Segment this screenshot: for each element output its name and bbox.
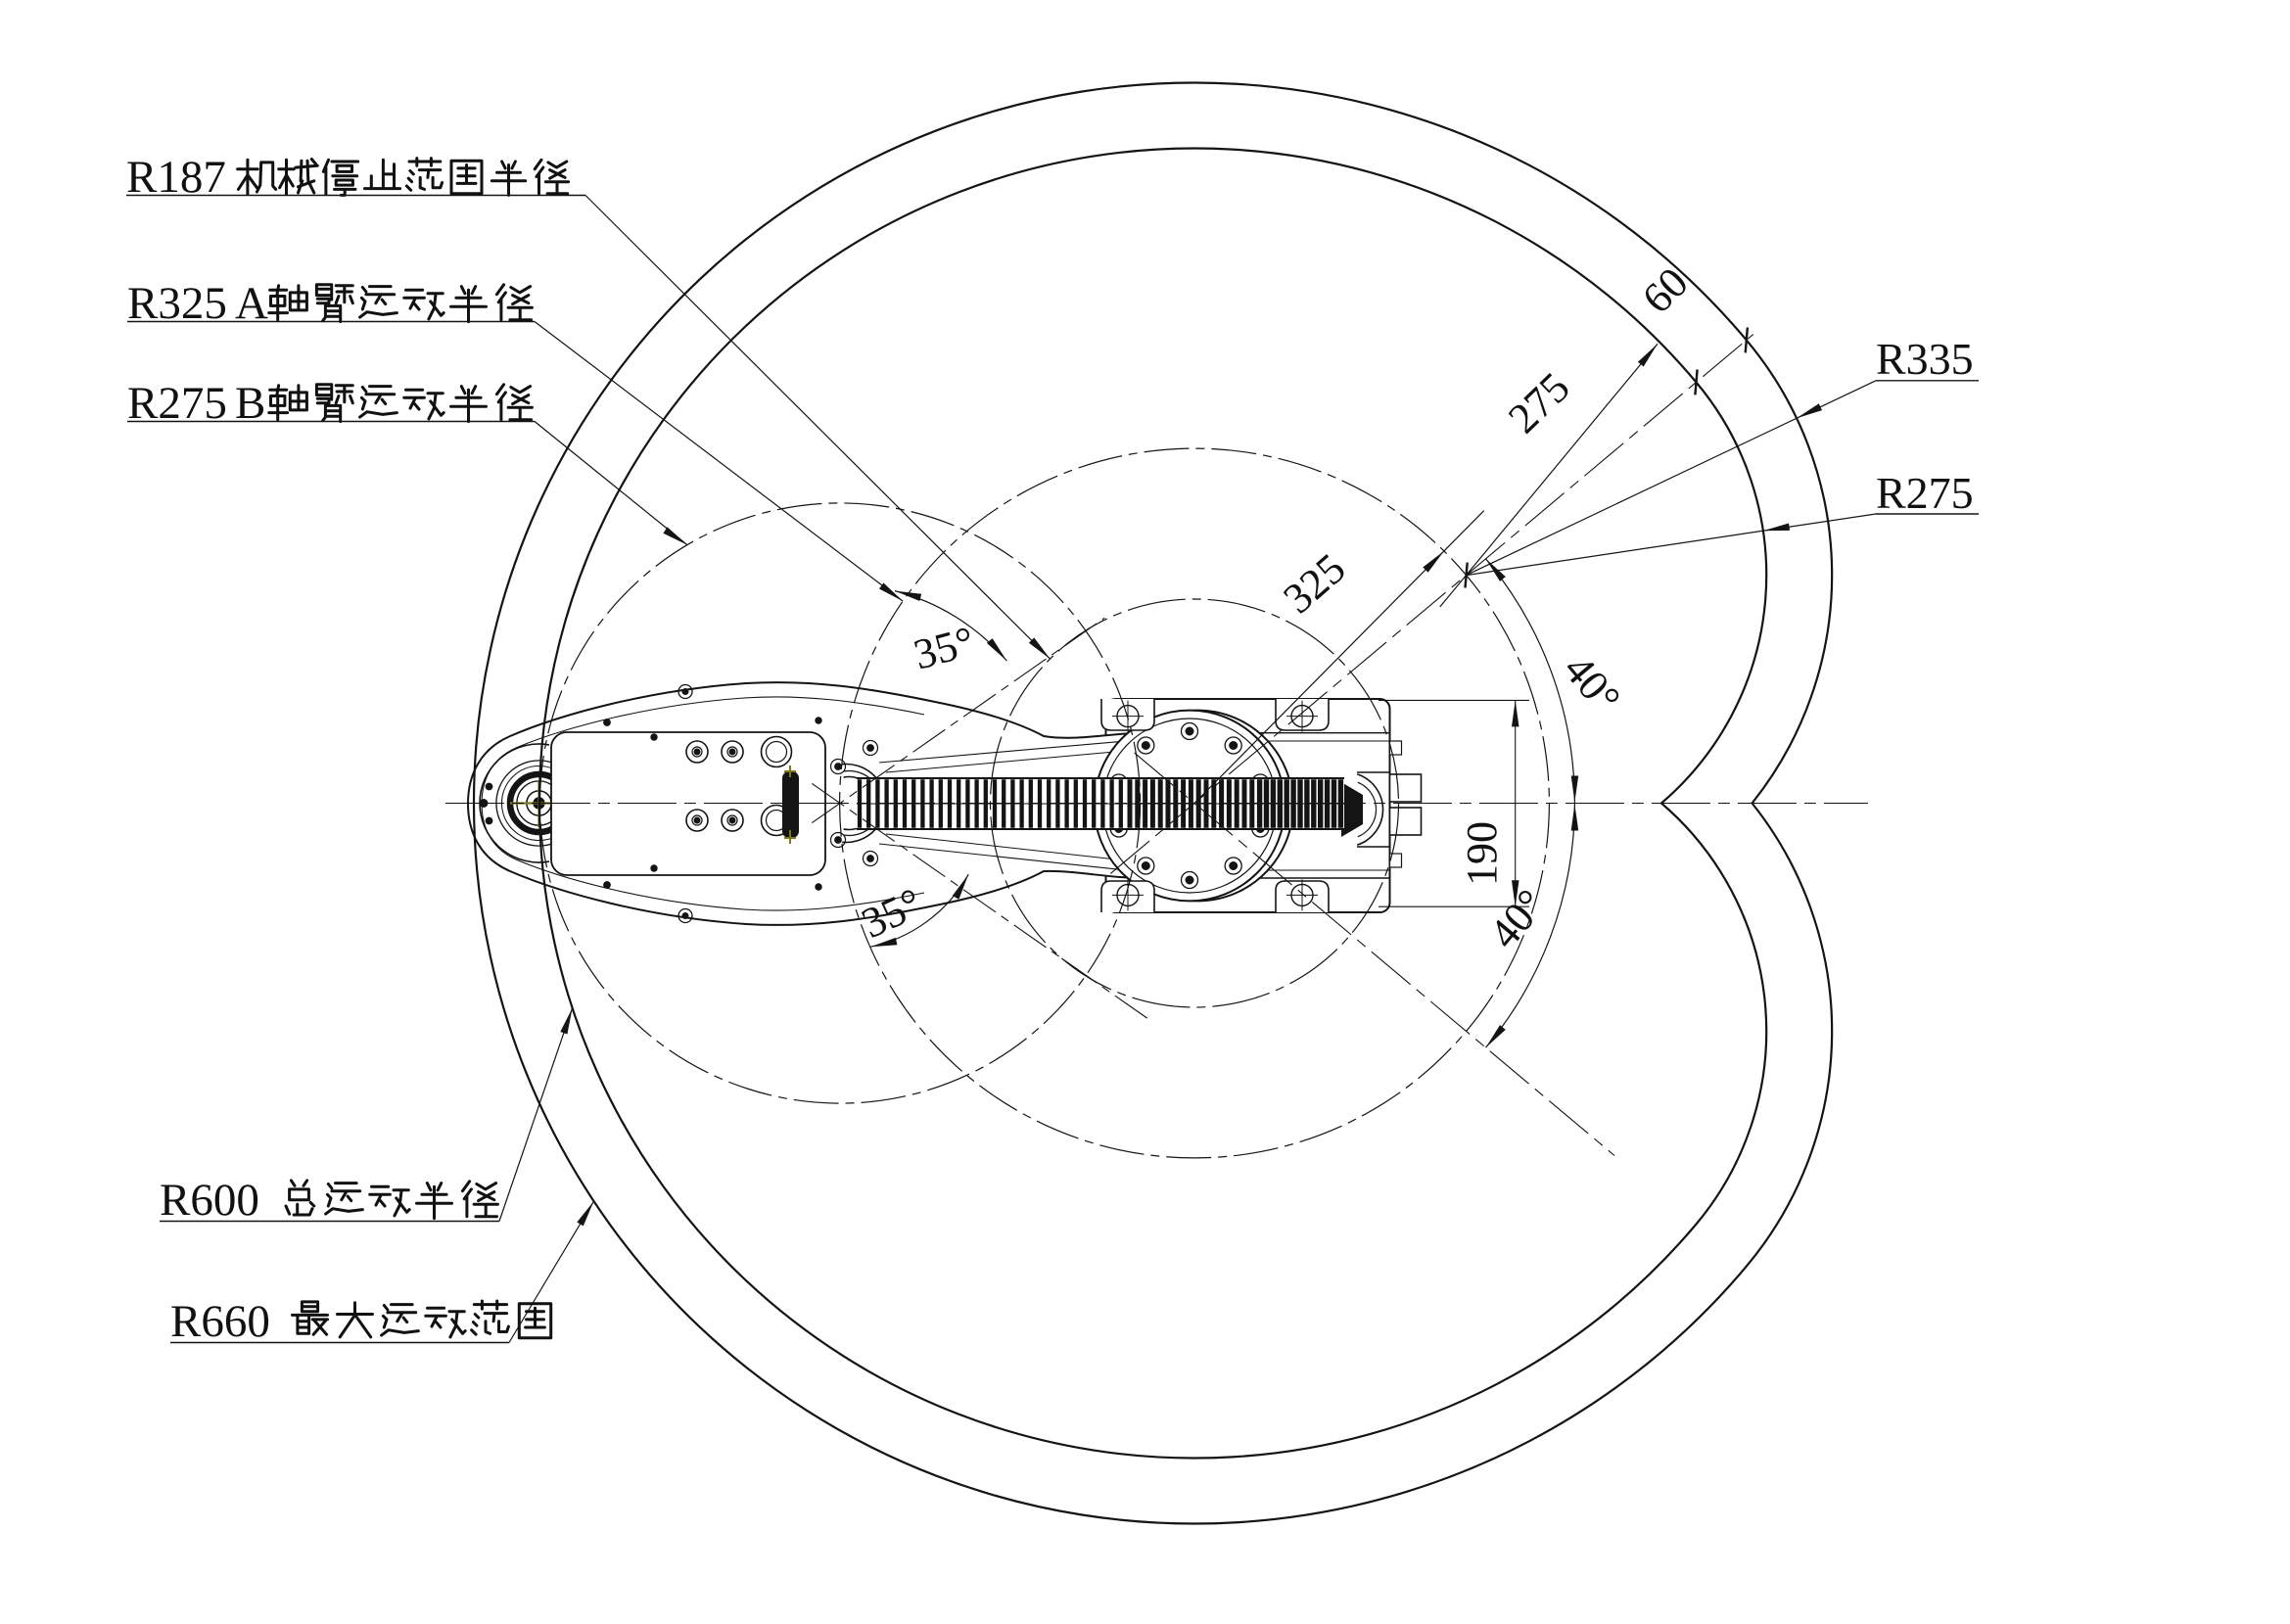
svg-text:R600: R600 bbox=[160, 1175, 259, 1226]
svg-text:190: 190 bbox=[1458, 821, 1506, 886]
svg-text:R335: R335 bbox=[1876, 334, 1974, 384]
svg-text:R187: R187 bbox=[126, 152, 226, 203]
svg-text:R275: R275 bbox=[1876, 468, 1974, 518]
svg-text:A: A bbox=[235, 278, 268, 329]
svg-text:R325: R325 bbox=[127, 278, 227, 329]
svg-text:R275: R275 bbox=[127, 378, 227, 429]
svg-text:R660: R660 bbox=[170, 1296, 270, 1347]
svg-text:B: B bbox=[235, 378, 265, 429]
